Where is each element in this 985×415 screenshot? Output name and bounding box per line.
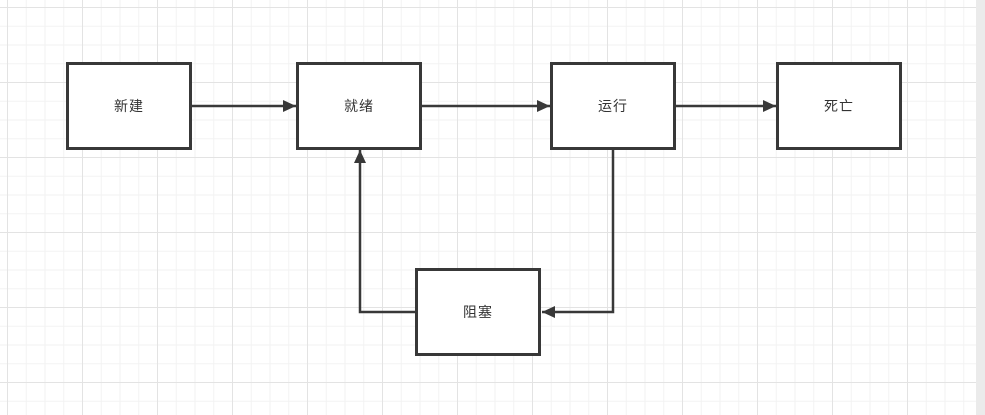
node-blocked[interactable]: 阻塞 — [415, 268, 541, 356]
node-dead[interactable]: 死亡 — [776, 62, 902, 150]
node-blocked-label: 阻塞 — [463, 304, 493, 320]
node-ready[interactable]: 就绪 — [296, 62, 422, 150]
node-new-label: 新建 — [114, 98, 144, 114]
scrollbar-track[interactable] — [976, 0, 985, 415]
node-ready-label: 就绪 — [344, 98, 374, 114]
node-running[interactable]: 运行 — [550, 62, 676, 150]
node-new[interactable]: 新建 — [66, 62, 192, 150]
edge-blocked-to-ready[interactable] — [354, 150, 415, 314]
edge-running-to-blocked[interactable] — [542, 150, 615, 318]
node-dead-label: 死亡 — [824, 98, 854, 114]
node-running-label: 运行 — [598, 98, 628, 114]
